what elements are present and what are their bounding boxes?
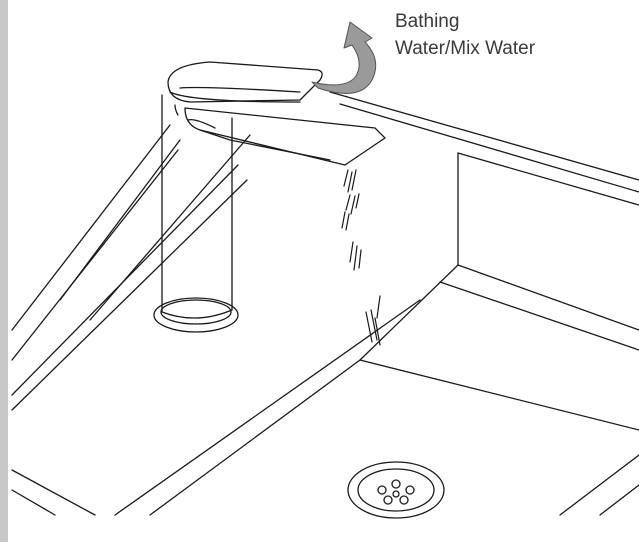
faucet-body (161, 61, 386, 319)
caption-label: Bathing Water/Mix Water (395, 8, 535, 62)
caption-line-1: Bathing (395, 11, 460, 32)
faucet-base (153, 297, 239, 333)
rotation-arrow (311, 21, 377, 94)
left-border-bar (0, 0, 8, 542)
water-stream (341, 169, 381, 346)
drain (347, 461, 445, 519)
caption-line-2: Water/Mix Water (395, 38, 536, 59)
basin-outline (11, 91, 639, 516)
